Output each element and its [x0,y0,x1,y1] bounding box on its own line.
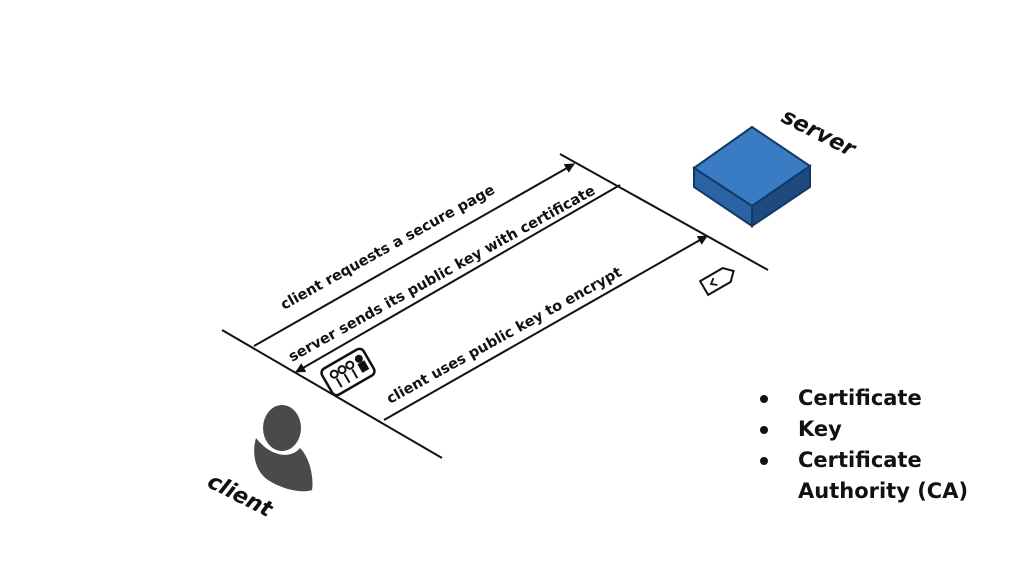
key-tag-icon [698,266,735,297]
certificate-icon [320,347,376,397]
key-terms-list: Certificate Key Certificate Authority (C… [758,383,998,507]
encrypt-arrow [383,235,708,421]
response-arrow [295,184,621,373]
server-cube-icon [692,125,812,228]
bullet-certificate-authority: Certificate Authority (CA) [758,445,998,507]
request-arrow [253,163,575,347]
bullet-key: Key [758,414,998,445]
server-lifeline [559,153,769,271]
bullet-certificate: Certificate [758,383,998,414]
client-person-icon [254,405,313,492]
message-label-request: client requests a secure page [278,182,498,313]
